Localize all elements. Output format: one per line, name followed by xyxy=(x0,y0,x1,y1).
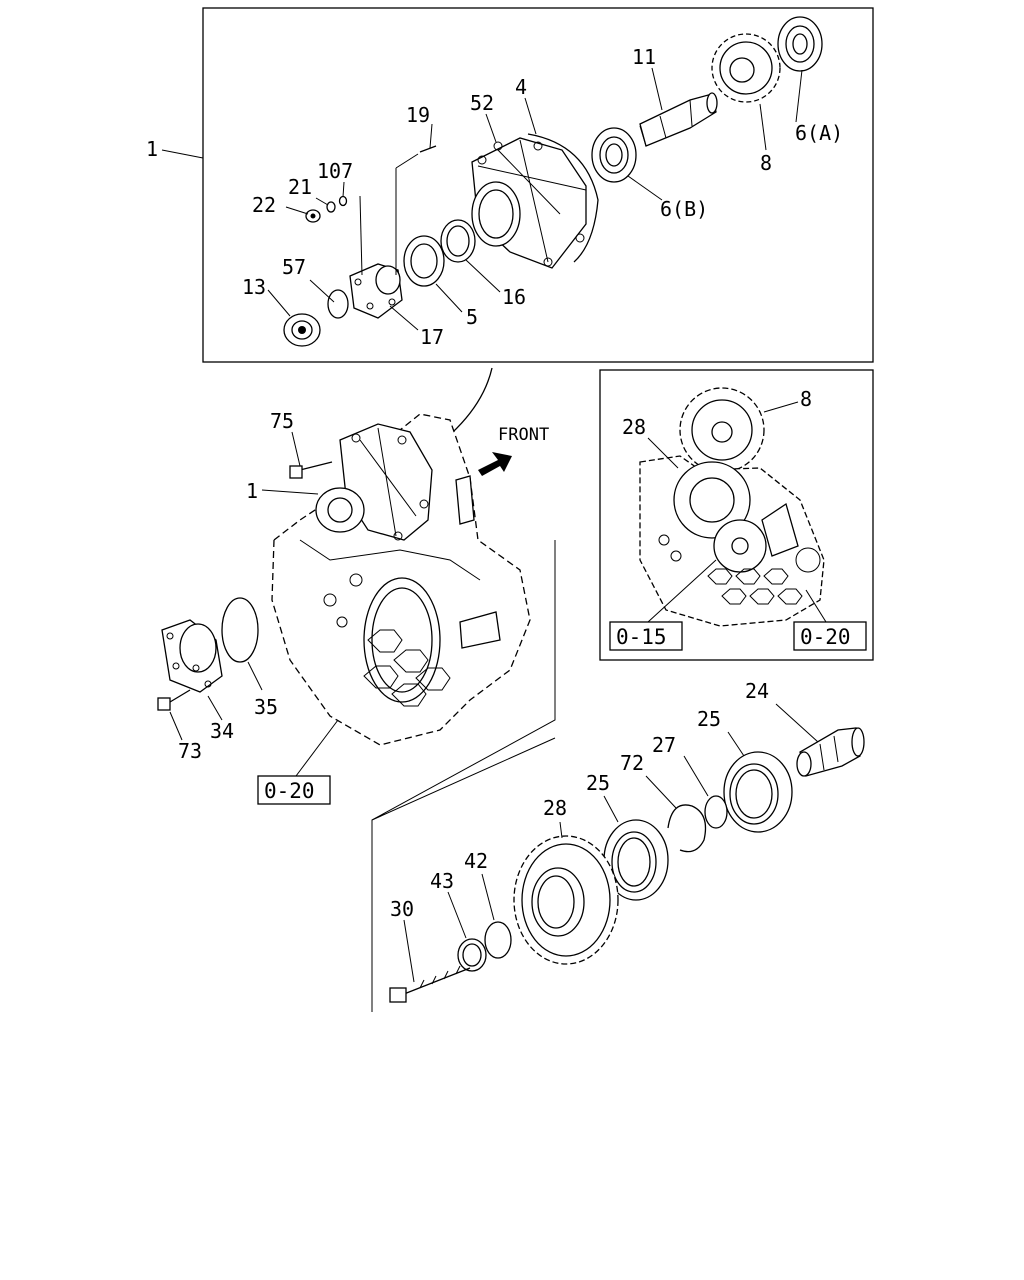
callout-30: 30 xyxy=(390,897,414,921)
callout-16: 16 xyxy=(502,285,526,309)
callout-72: 72 xyxy=(620,751,644,775)
callout-17: 17 xyxy=(420,325,444,349)
callout-4: 4 xyxy=(515,75,527,99)
ref-0-20-inset: 0-20 xyxy=(800,625,851,649)
part-43-washer xyxy=(457,938,487,972)
pto-assembly-box: 19 52 4 107 21 22 57 13 17 5 16 6(B) 11 … xyxy=(202,7,874,363)
callout-25-front: 25 xyxy=(586,771,610,795)
part-57-oring xyxy=(327,289,349,319)
callout-6a: 6(A) xyxy=(795,121,843,145)
callout-34: 34 xyxy=(210,719,234,743)
part-35-oring xyxy=(221,597,259,663)
callout-42: 42 xyxy=(464,849,488,873)
part-42-snap-ring xyxy=(484,921,512,959)
part-24-shaft xyxy=(796,727,865,777)
part-28-idler-gear xyxy=(513,835,619,965)
ref-0-15-inset: 0-15 xyxy=(616,625,667,649)
callout-5: 5 xyxy=(466,305,478,329)
callout-28-inset: 28 xyxy=(622,415,646,439)
front-label: FRONT xyxy=(498,425,549,445)
callout-27: 27 xyxy=(652,733,676,757)
part-4-housing xyxy=(471,133,599,269)
callout-22: 22 xyxy=(252,193,276,217)
part-30-bolt xyxy=(389,965,471,1003)
callout-8-inset: 8 xyxy=(800,387,812,411)
callout-52: 52 xyxy=(470,91,494,115)
callout-6b: 6(B) xyxy=(660,197,708,221)
callout-21: 21 xyxy=(288,175,312,199)
group-bracket xyxy=(371,540,556,1012)
part-34-cover xyxy=(161,619,223,693)
callout-73: 73 xyxy=(178,739,202,763)
callout-1-assembly: 1 xyxy=(146,137,158,161)
part-5-seal xyxy=(403,235,445,287)
part-6b-bearing xyxy=(591,127,637,183)
part-8-gear xyxy=(711,33,781,103)
callout-28: 28 xyxy=(543,796,567,820)
part-25-bearing-rear xyxy=(723,751,793,833)
ref-0-20-main: 0-20 xyxy=(264,779,315,803)
part-11-shaft xyxy=(639,92,718,147)
part-21-washer xyxy=(326,201,336,213)
part-72-snap-ring xyxy=(667,804,707,853)
callout-107: 107 xyxy=(317,159,353,183)
callout-1-mounted: 1 xyxy=(246,479,258,503)
part-6a-bearing xyxy=(777,16,823,72)
front-direction-indicator: FRONT xyxy=(478,425,549,476)
callout-13: 13 xyxy=(242,275,266,299)
callout-57: 57 xyxy=(282,255,306,279)
callout-43: 43 xyxy=(430,869,454,893)
callout-8-top: 8 xyxy=(760,151,772,175)
callout-35: 35 xyxy=(254,695,278,719)
part-25-bearing-front xyxy=(603,819,669,901)
part-22-nut xyxy=(305,209,321,223)
part-73-bolt xyxy=(157,689,191,711)
pto-assembly-mounted xyxy=(315,423,433,541)
inset-view-box xyxy=(599,369,874,661)
callout-25-rear: 25 xyxy=(697,707,721,731)
part-13-nut xyxy=(283,313,321,347)
part-16-seal xyxy=(440,219,476,263)
part-17-flange xyxy=(349,263,403,319)
callout-11: 11 xyxy=(632,45,656,69)
callout-24: 24 xyxy=(745,679,769,703)
callout-19: 19 xyxy=(406,103,430,127)
part-19-stud xyxy=(359,145,437,276)
callout-75: 75 xyxy=(270,409,294,433)
part-75-bolt xyxy=(289,461,333,479)
part-107-washer xyxy=(338,195,348,207)
part-27-spacer xyxy=(704,795,728,829)
